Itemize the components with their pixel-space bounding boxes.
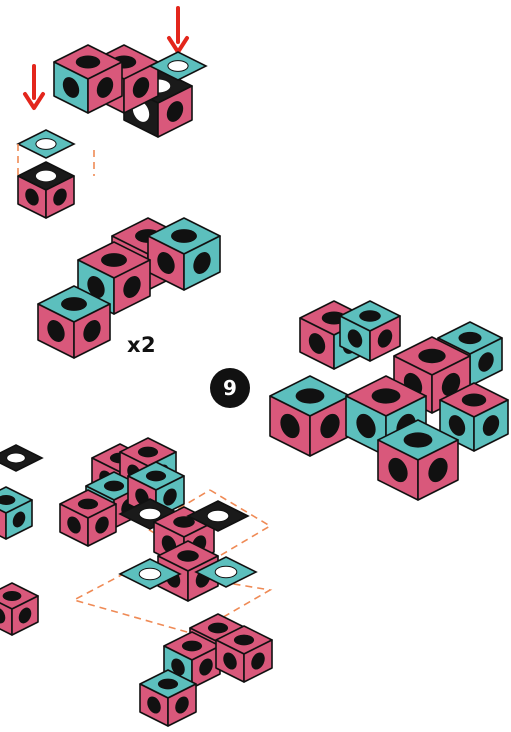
down-arrow-icon: [25, 66, 43, 108]
flat-panel-icon: [0, 445, 42, 471]
flat-panel-icon: [18, 130, 74, 158]
cube-piece-icon: [18, 162, 74, 218]
cube-piece-icon: [270, 376, 350, 456]
cube-piece-icon: [0, 583, 38, 635]
step-number: 9: [223, 376, 237, 400]
cube-piece-icon: [0, 487, 32, 539]
step-number-badge: 9: [210, 368, 250, 408]
multiplier-label: x2: [127, 333, 156, 357]
down-arrow-icon: [169, 8, 187, 52]
